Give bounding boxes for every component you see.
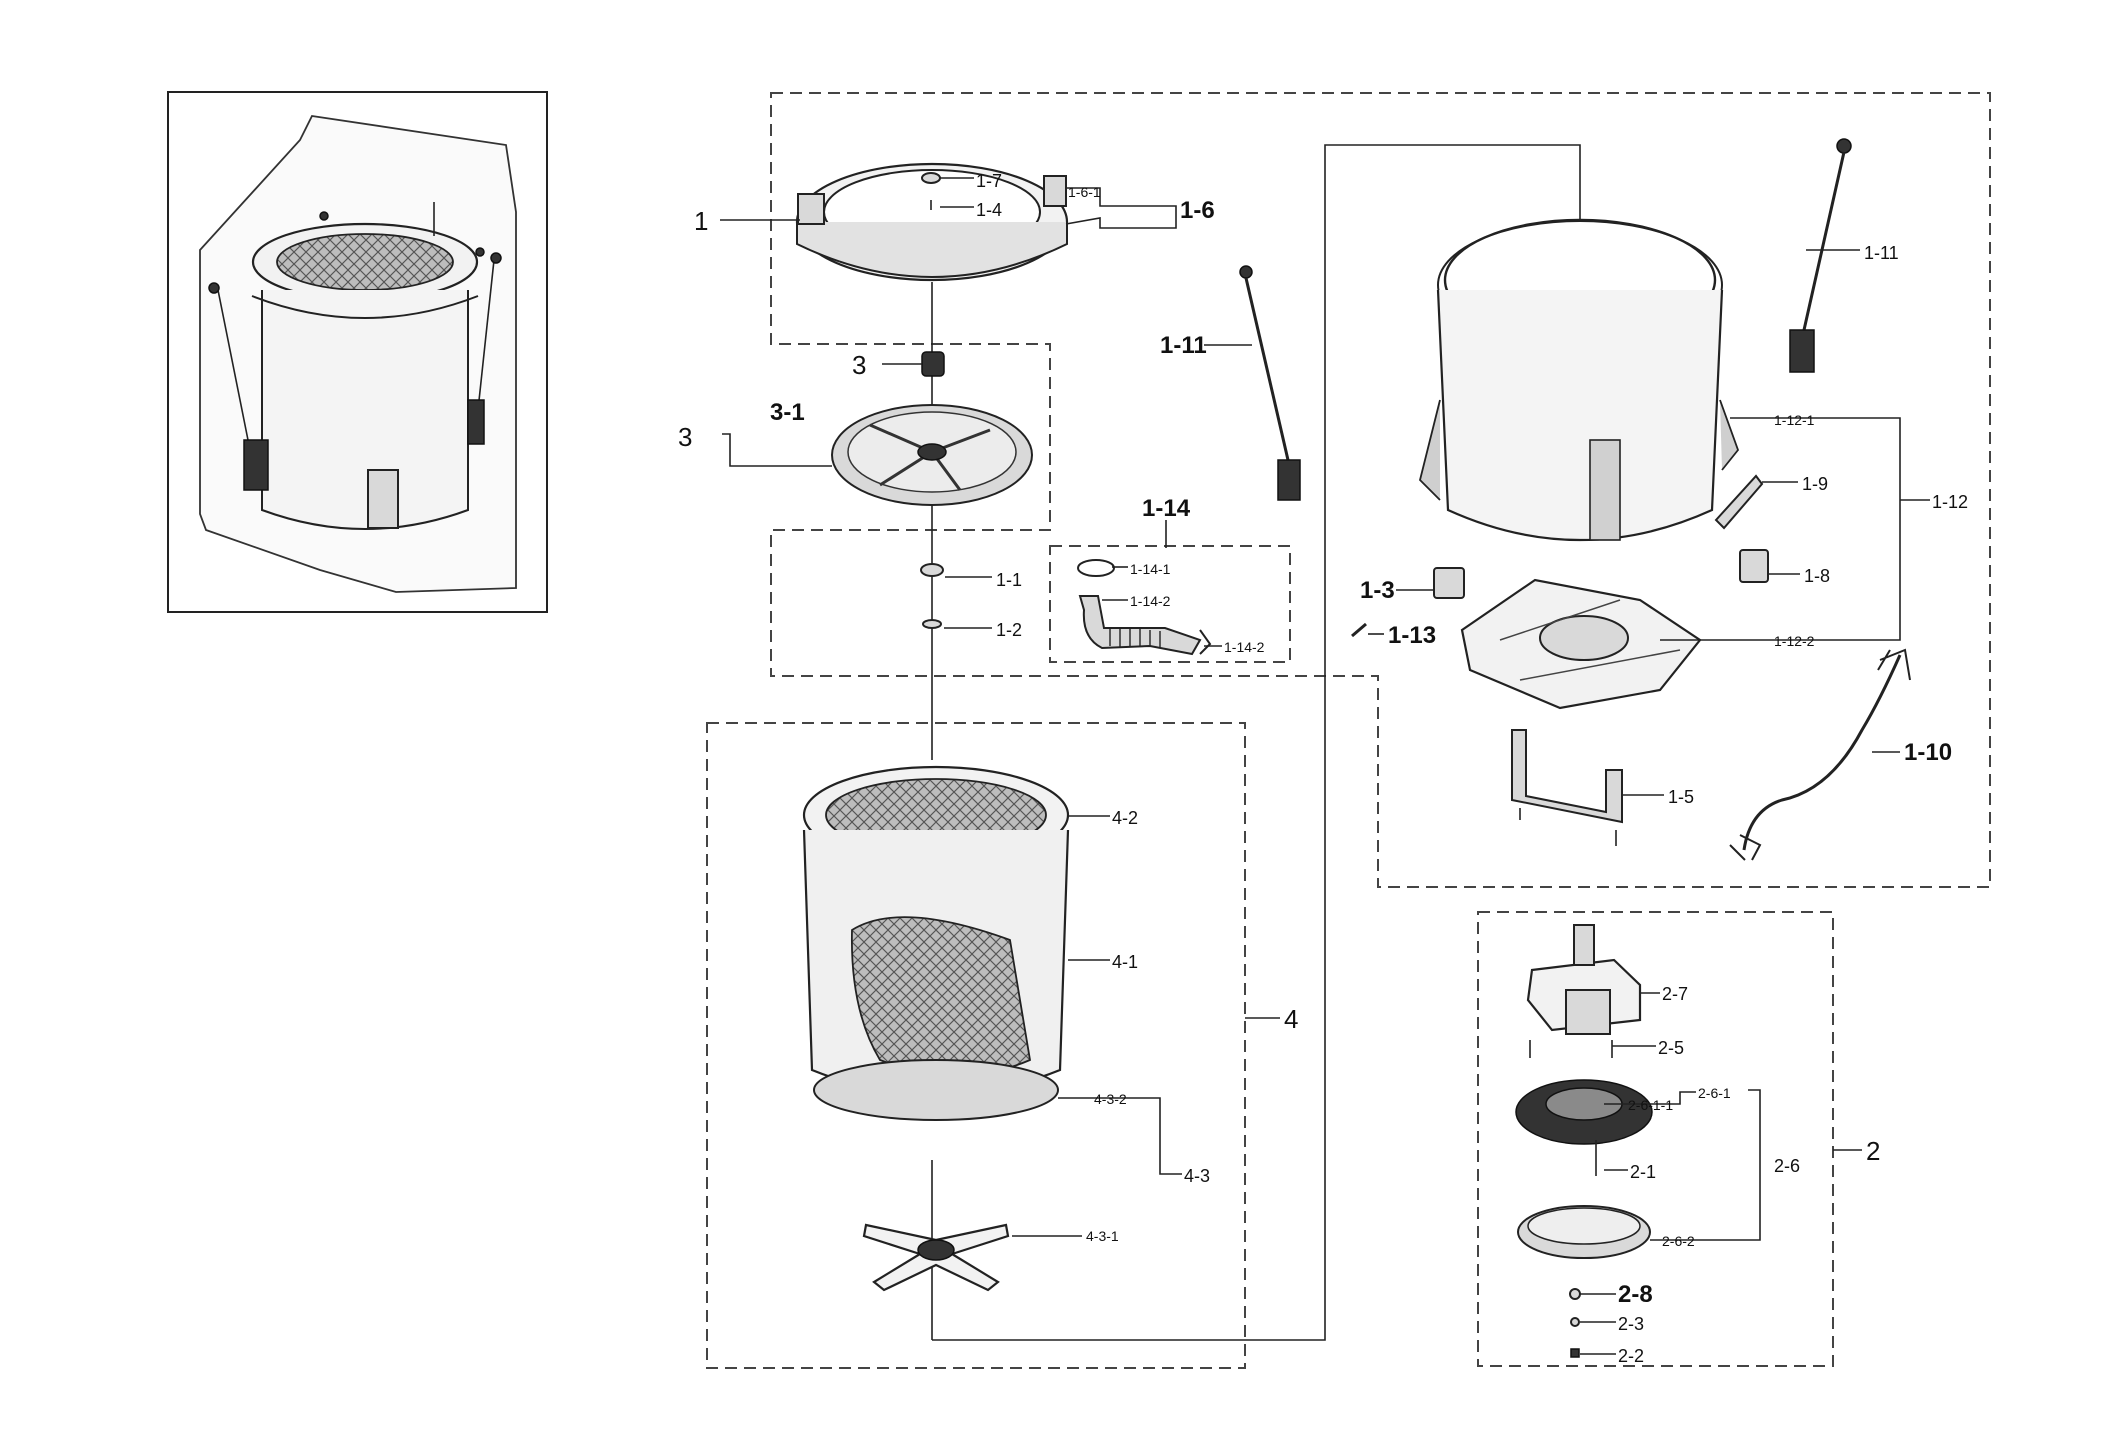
label-1-7: 1-7 [976, 171, 1002, 191]
label-1-5: 1-5 [1668, 787, 1694, 807]
label-1-2: 1-2 [996, 620, 1022, 640]
label-2-3: 2-3 [1618, 1314, 1644, 1334]
label-2-6-1-1: 2-6-1-1 [1628, 1097, 1673, 1113]
label-2-2: 2-2 [1618, 1346, 1644, 1366]
label-1-3: 1-3 [1360, 577, 1395, 604]
label-4-2: 4-2 [1112, 808, 1138, 828]
label-4-1: 4-1 [1112, 952, 1138, 972]
label-1-4: 1-4 [976, 200, 1002, 220]
label-2-1: 2-1 [1630, 1162, 1656, 1182]
label-1-1: 1-1 [996, 570, 1022, 590]
inner-drum [802, 765, 1070, 1121]
label-4: 4 [1284, 1004, 1298, 1034]
label-3-1: 3-1 [770, 399, 805, 426]
label-1-12-2: 1-12-2 [1774, 633, 1815, 649]
part-labels: 1 1-7 1-4 1-6-1 1-6 3 3-1 3 1-1 1-2 1-11… [678, 171, 1968, 1366]
group-boxes [706, 92, 1991, 1369]
label-1-14-1: 1-14-1 [1130, 561, 1171, 577]
label-1-6-1: 1-6-1 [1068, 184, 1101, 200]
label-1-11-right: 1-11 [1864, 243, 1899, 263]
label-1-14: 1-14 [1142, 495, 1191, 522]
sensor-and-clips [1351, 474, 1769, 638]
label-2-7: 2-7 [1662, 984, 1688, 1004]
drum-flange [862, 1223, 1010, 1292]
label-2-8: 2-8 [1618, 1281, 1653, 1308]
overview-inset [167, 91, 548, 613]
drain-hose-parts [1077, 559, 1212, 656]
suspension-rod-left [1239, 265, 1301, 501]
pulsator-assembly [831, 351, 1033, 506]
label-1-6: 1-6 [1180, 197, 1215, 224]
label-1-14-2-lower: 1-14-2 [1224, 639, 1265, 655]
label-1-12-1: 1-12-1 [1774, 412, 1815, 428]
outer-tub [1419, 218, 1740, 541]
label-2-6: 2-6 [1774, 1156, 1800, 1176]
label-4-3: 4-3 [1184, 1166, 1210, 1186]
label-2-5: 2-5 [1658, 1038, 1684, 1058]
label-4-3-2: 4-3-2 [1094, 1091, 1127, 1107]
label-1-12: 1-12 [1932, 492, 1968, 512]
label-1-10: 1-10 [1904, 739, 1952, 766]
label-3-group: 3 [678, 422, 692, 452]
label-2-6-2: 2-6-2 [1662, 1233, 1695, 1249]
wire-harness [1729, 648, 1911, 861]
label-1-14-2-upper: 1-14-2 [1130, 593, 1171, 609]
suspension-rod-right [1789, 138, 1852, 373]
label-3-balancer: 3 [852, 350, 866, 380]
label-2-6-1: 2-6-1 [1698, 1085, 1731, 1101]
label-1-11-left: 1-11 [1160, 332, 1207, 359]
label-4-3-1: 4-3-1 [1086, 1228, 1119, 1244]
label-1-8: 1-8 [1804, 566, 1830, 586]
label-1: 1 [694, 206, 708, 236]
motor-bracket [1511, 729, 1623, 846]
label-1-13: 1-13 [1388, 622, 1436, 649]
motor-assembly [1515, 924, 1653, 1358]
label-2: 2 [1866, 1136, 1880, 1166]
label-leaders [720, 177, 1930, 1355]
tub-cover-ring [795, 162, 1069, 282]
label-1-9: 1-9 [1802, 474, 1828, 494]
shaft-washers [920, 563, 944, 629]
tub-bottom [1460, 578, 1702, 710]
